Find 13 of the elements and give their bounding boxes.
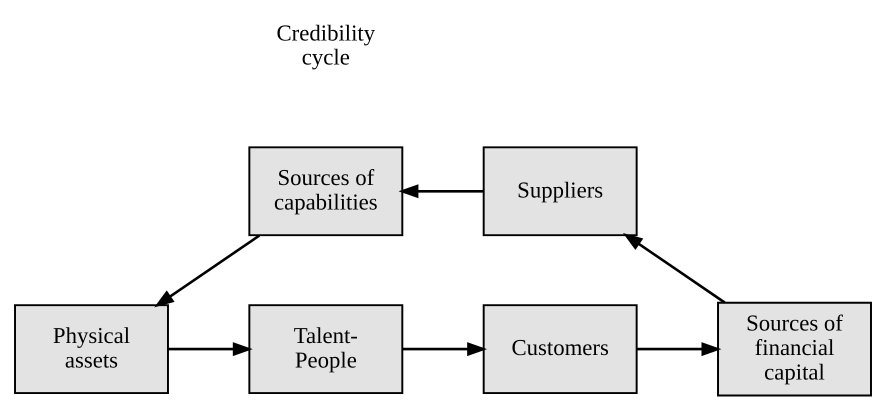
arrow <box>636 342 722 356</box>
label: Credibility cycle <box>276 20 376 70</box>
node-box: Physical assets <box>14 304 169 394</box>
arrow <box>154 234 260 307</box>
node-box: Sources of capabilities <box>248 146 404 236</box>
node-box: Suppliers <box>482 146 638 236</box>
node-box: Customers <box>482 304 638 394</box>
arrow <box>622 232 726 304</box>
arrow <box>168 342 253 356</box>
node-box: Sources of financial capital <box>717 301 872 396</box>
node-box: Talent-People <box>248 304 404 394</box>
arrow <box>402 342 488 356</box>
arrow <box>398 184 484 198</box>
